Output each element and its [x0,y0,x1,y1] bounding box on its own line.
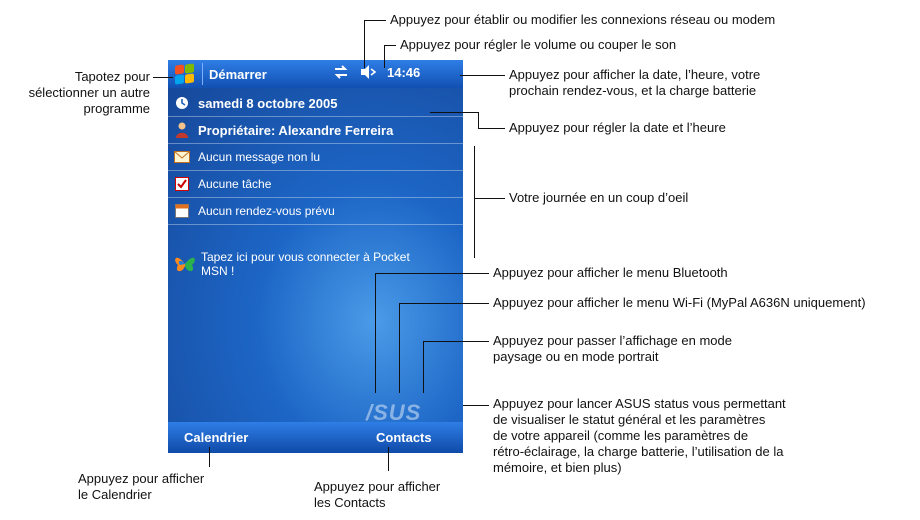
tasks-text: Aucune tâche [198,177,272,191]
appointments-text: Aucun rendez-vous prévu [198,204,335,218]
leader-wifi-v [399,303,400,393]
callout-clock-line2: prochain rendez-vous, et la charge batte… [509,83,757,98]
clock-icon [174,95,190,111]
windows-flag-icon[interactable] [174,63,196,85]
title-separator [202,63,203,85]
today-screen: samedi 8 octobre 2005 Propriétaire: Alex… [168,88,463,442]
callout-asus-line2: de visualiser le statut général et les p… [493,412,766,427]
leader-datetime-h1 [430,112,478,113]
leader-network-h [364,20,386,21]
callout-network: Appuyez pour établir ou modifier les con… [390,12,776,27]
tasks-row[interactable]: Aucune tâche [168,171,463,198]
callout-start-line3: programme [83,101,150,116]
callout-volume: Appuyez pour régler le volume ou couper … [400,37,677,52]
envelope-icon [174,149,190,165]
owner-icon [174,122,190,138]
callout-asus-line4: rétro-éclairage, la charge batterie, l’u… [493,444,784,459]
date-text: samedi 8 octobre 2005 [198,95,338,111]
title-bar: Démarrer 14:46 [168,60,463,88]
callout-asus-status: Appuyez pour lancer ASUS status vous per… [493,396,786,476]
contacts-softkey[interactable]: Contacts [376,430,432,445]
appointments-row[interactable]: Aucun rendez-vous prévu [168,198,463,225]
callout-calendar-line1: Appuyez pour afficher [78,471,205,486]
callout-contacts-line2: les Contacts [314,495,386,510]
callout-clock-line1: Appuyez pour afficher la date, l’heure, … [509,67,761,82]
leader-calendar [209,447,210,467]
leader-glance-v [474,146,475,258]
messages-row[interactable]: Aucun message non lu [168,144,463,171]
callout-bluetooth: Appuyez pour afficher le menu Bluetooth [493,265,728,280]
callout-asus-line3: de votre appareil (comme les paramètres … [493,428,749,443]
messages-text: Aucun message non lu [198,150,321,164]
callout-rotate: Appuyez pour passer l’affichage en mode … [493,333,732,365]
callout-clock: Appuyez pour afficher la date, l’heure, … [509,67,760,99]
title-icons: 14:46 [333,64,420,80]
leader-clock [460,75,505,76]
callout-start: Tapotez pour sélectionner un autre progr… [0,69,150,117]
connection-icon[interactable] [333,64,349,80]
start-menu-button[interactable]: Démarrer [209,66,267,82]
leader-volume-h [384,45,396,46]
date-row[interactable]: samedi 8 octobre 2005 [168,90,463,117]
leader-asus-status [463,405,489,406]
callout-rotate-line1: Appuyez pour passer l’affichage en mode [493,333,732,348]
pocketpc-screen: Démarrer 14:46 samedi 8 octobre 2005 Pro… [168,60,463,453]
leader-glance-h [474,198,505,199]
leader-start [153,77,173,78]
leader-rotate-v [423,341,424,393]
clock-display[interactable]: 14:46 [387,64,421,80]
leader-datetime-h2 [478,128,505,129]
callout-asus-line1: Appuyez pour lancer ASUS status vous per… [493,396,786,411]
callout-start-line1: Tapotez pour [74,69,150,84]
volume-icon[interactable] [359,64,377,80]
callout-rotate-line2: paysage ou en mode portrait [493,349,659,364]
owner-text: Propriétaire: Alexandre Ferreira [198,122,394,138]
callout-calendar-line2: le Calendrier [78,487,152,502]
task-checkbox-icon [174,176,190,192]
msn-text-line1: Tapez ici pour vous connecter à Pocket [201,250,410,264]
callout-contacts: Appuyez pour afficher les Contacts [314,479,440,511]
calendar-icon [174,203,190,219]
callout-contacts-line1: Appuyez pour afficher [314,479,441,494]
leader-volume [384,45,385,68]
callout-datetime: Appuyez pour régler la date et l’heure [509,120,726,135]
msn-text-line2: MSN ! [201,264,235,278]
leader-contacts [388,447,389,471]
asus-logo: /SUS [366,400,422,425]
soft-key-bar: Calendrier Contacts [168,422,463,453]
callout-glance: Votre journée en un coup d’oeil [509,190,689,205]
leader-wifi-h [399,303,489,304]
callout-asus-line5: mémoire, et bien plus) [493,460,622,475]
msn-butterfly-icon [175,257,195,272]
leader-bluetooth-v [375,273,376,393]
leader-datetime-v [478,112,479,128]
leader-bluetooth-h [375,273,489,274]
callout-start-line2: sélectionner un autre [28,85,150,100]
calendar-softkey[interactable]: Calendrier [184,430,249,445]
owner-row[interactable]: Propriétaire: Alexandre Ferreira [168,117,463,144]
callout-calendar: Appuyez pour afficher le Calendrier [78,471,204,503]
leader-rotate-h [423,341,489,342]
leader-network [364,20,365,68]
callout-wifi: Appuyez pour afficher le menu Wi-Fi (MyP… [493,295,866,310]
